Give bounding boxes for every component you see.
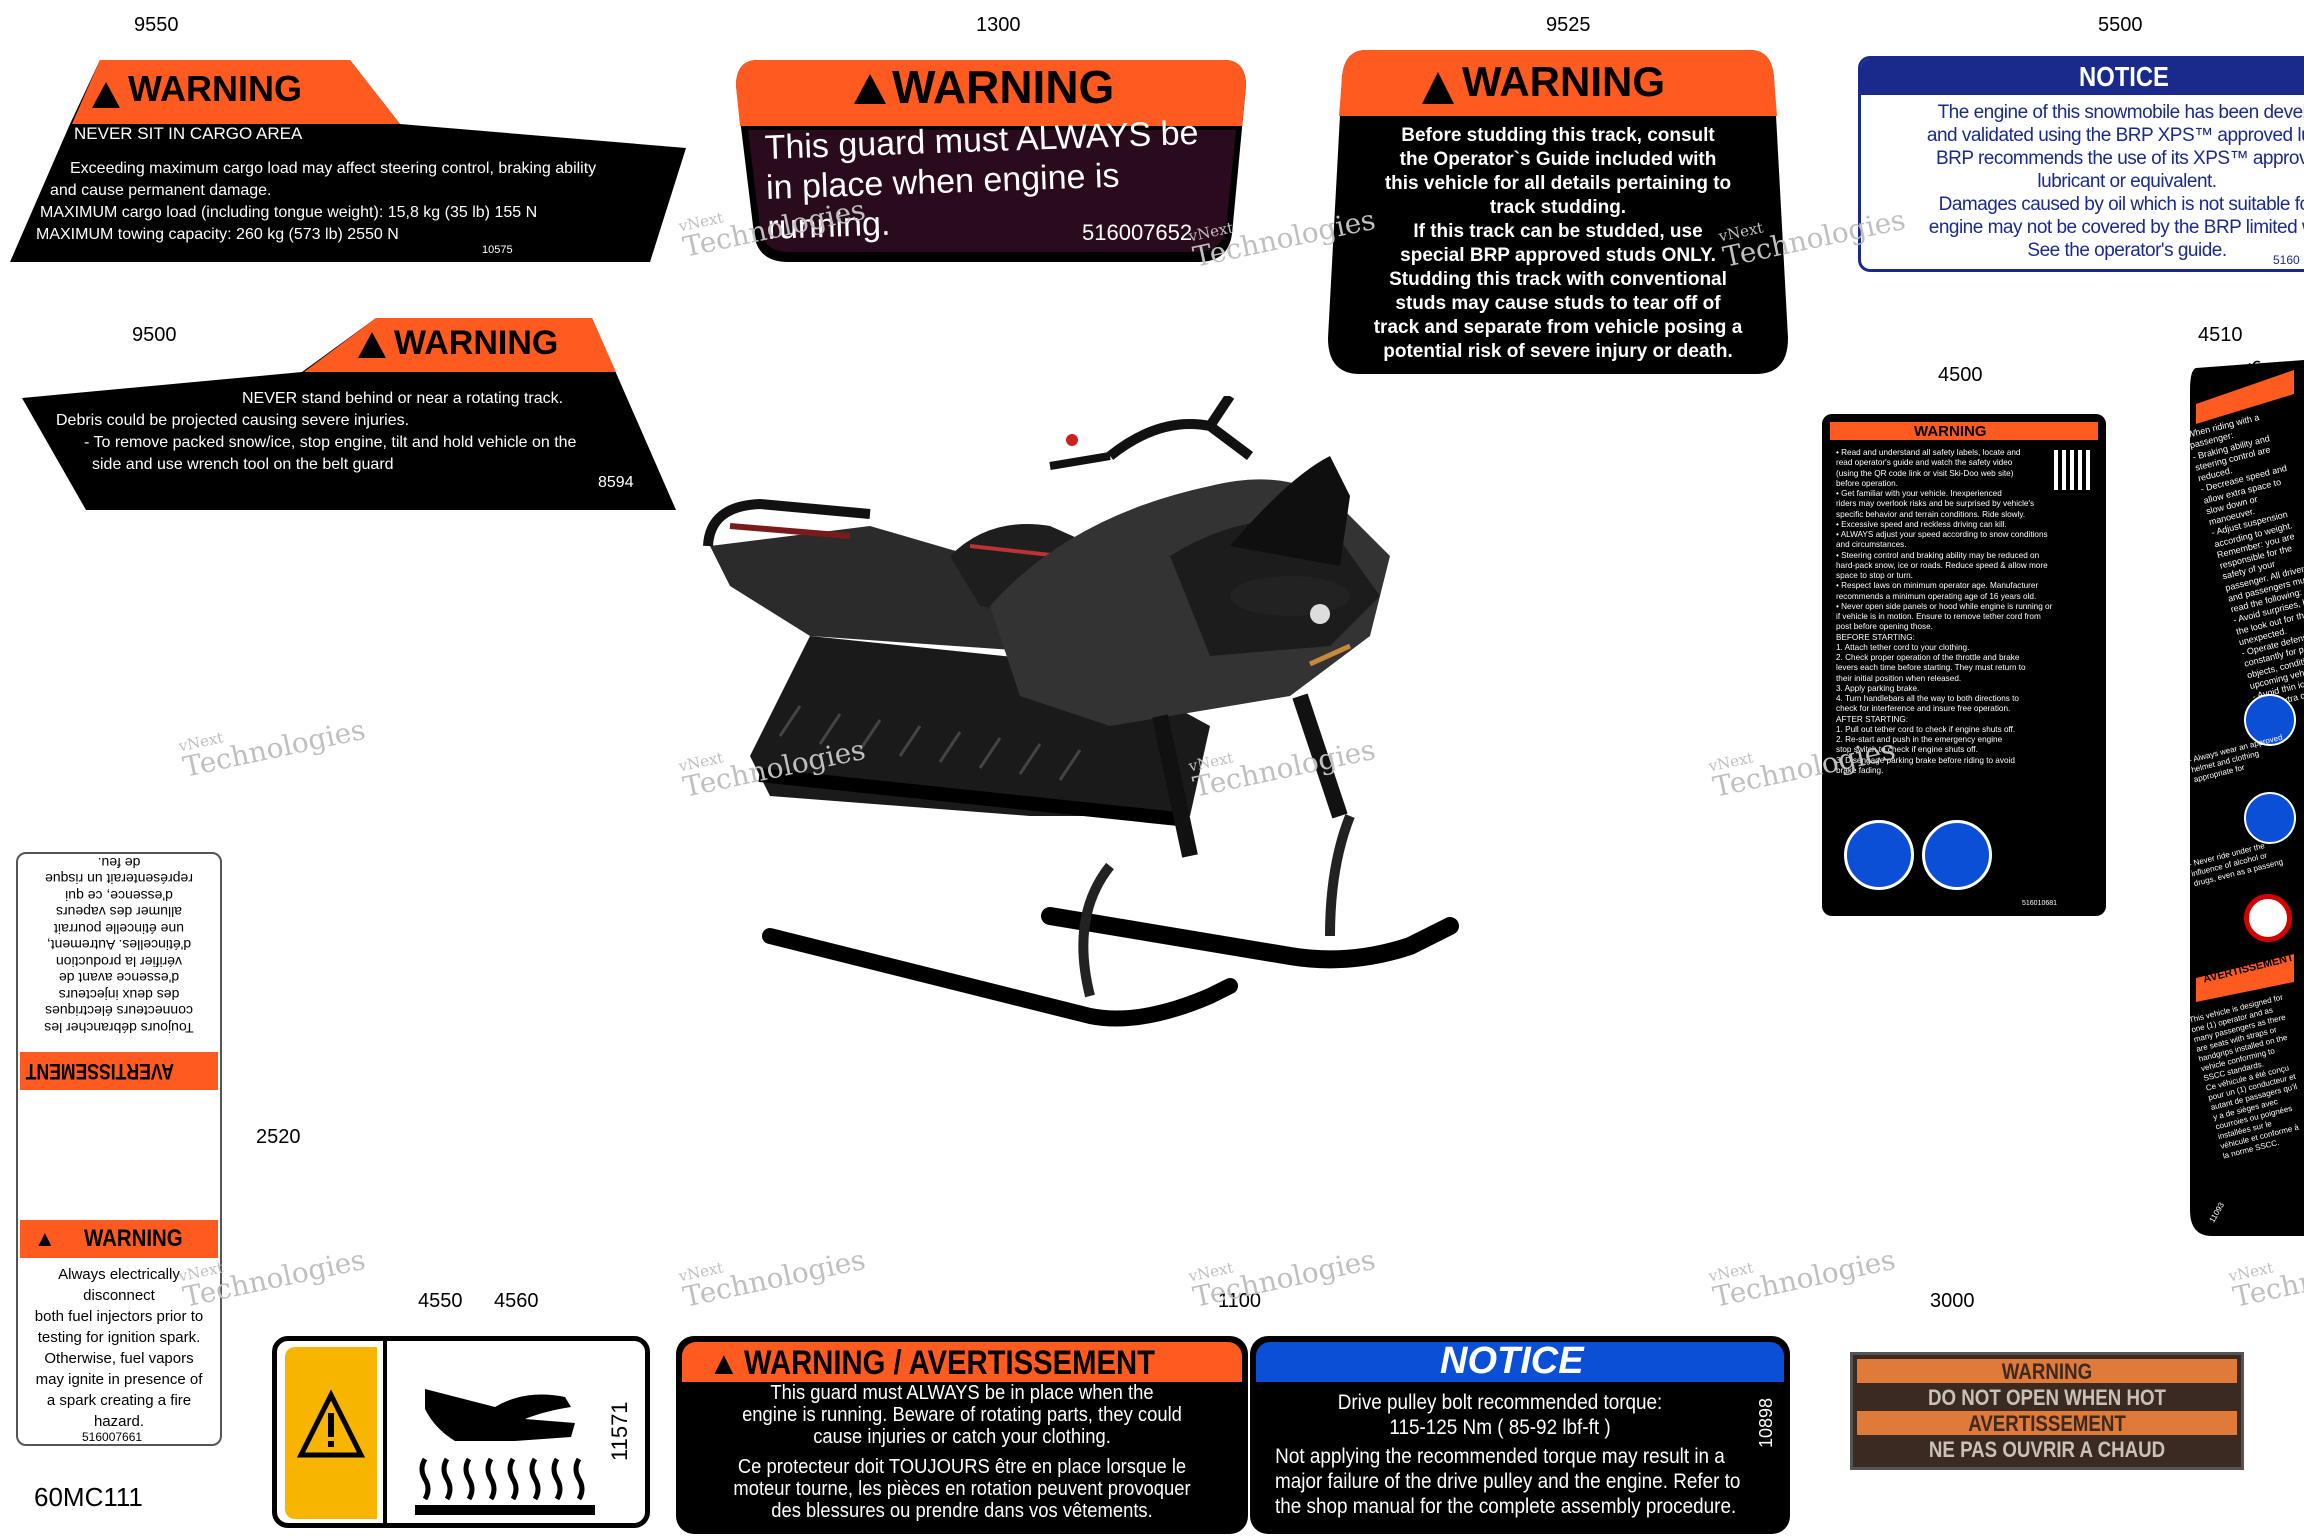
decal-4500: WARNING • Read and understand all safety… (1822, 414, 2106, 916)
decal-3000-text: WARNING DO NOT OPEN WHEN HOT AVERTISSEME… (1928, 1359, 2166, 1462)
decal-4550-divider (383, 1341, 387, 1523)
part-number-5500: 5500 (2098, 14, 2143, 36)
decal-4500-code: 516010681 (2022, 900, 2058, 907)
decal-2520-title: WARNING (84, 1225, 183, 1252)
snowmobile-drawing (703, 396, 1459, 1027)
decal-4500-header (1830, 422, 2098, 440)
decal-9550-subtitle: NEVER SIT IN CARGO AREA (74, 124, 303, 143)
diagram-id: 60MC111 (34, 1482, 143, 1512)
part-number-9500: 9500 (132, 324, 177, 346)
decal-9500: WARNING NEVER stand behind or near a rot… (22, 316, 676, 510)
hearing-protection-icon (1844, 820, 1914, 890)
decal-1100-text-fr: Ce protecteur doit TOUJOURS être en plac… (733, 1456, 1191, 1522)
decal-5500-header (1861, 59, 2304, 95)
helmet-icon (2244, 694, 2296, 746)
decal-5500-text: The engine of this snowmobile has been d… (1926, 102, 2304, 261)
part-number-1100: 1100 (1218, 1290, 1262, 1312)
decal-9550-text: Exceeding maximum cargo load may affect … (36, 160, 597, 243)
part-number-4550: 4550 (418, 1290, 463, 1312)
hot-surface-hand-icon (415, 1389, 595, 1515)
decal-4500-title: WARNING (1914, 423, 1987, 440)
decal-4550: 11571 (272, 1336, 650, 1528)
part-number-4500: 4500 (1938, 364, 1983, 386)
decal-3000-band-1 (1857, 1359, 2237, 1383)
decal-1100-header: ▲ WARNING / AVERTISSEMENT (682, 1342, 1242, 1382)
part-number-3000: 3000 (1930, 1290, 1975, 1312)
decal-2520: Toujours débrancher les connecteurs élec… (16, 852, 222, 1446)
decal-9550-title: WARNING (128, 68, 302, 109)
decal-2520-text: Always electrically disconnect both fuel… (34, 1266, 204, 1430)
decal-1100-title: WARNING / AVERTISSEMENT (744, 1344, 1156, 1382)
decal-9525: WARNING Before studding this track, cons… (1326, 48, 1790, 376)
warning-triangle-icon (296, 1389, 366, 1458)
decal-notice-title: NOTICE (1440, 1340, 1584, 1382)
decal-1100: ▲ WARNING / AVERTISSEMENT This guard mus… (676, 1336, 1248, 1534)
decal-5500-title: NOTICE (2079, 61, 2169, 92)
decal-2520-code: 516007661 (82, 1430, 143, 1444)
decal-1300: WARNING This guard must ALWAYS be in pla… (732, 56, 1250, 266)
decal-notice-text: Drive pulley bolt recommended torque: 11… (1275, 1391, 1741, 1518)
decal-5500-code: 5160 (2273, 253, 2300, 267)
part-number-2520: 2520 (256, 1126, 301, 1148)
decal-5500: NOTICE The engine of this snowmobile has… (1858, 56, 2304, 272)
decal-notice-header (1256, 1342, 1784, 1382)
part-number-1300: 1300 (976, 14, 1021, 36)
snowmobile-illustration (690, 396, 1770, 1116)
decal-3000-band-2 (1857, 1411, 2237, 1435)
warning-triangle-icon: ▲ (34, 1226, 56, 1251)
decal-notice-drive-pulley: NOTICE Drive pulley bolt recommended tor… (1250, 1336, 1790, 1534)
decal-9525-title: WARNING (1462, 58, 1665, 105)
decal-1100-text-en: This guard must ALWAYS be in place when … (742, 1382, 1182, 1448)
decal-2520-fr-header: AVERTISSEMENT (20, 1052, 218, 1090)
part-number-9525: 9525 (1546, 14, 1591, 36)
protective-clothing-icon (2244, 792, 2296, 844)
decal-9550-shape (10, 60, 686, 262)
decal-1300-title: WARNING (892, 61, 1115, 113)
decal-9500-title: WARNING (394, 324, 559, 362)
part-number-9550: 9550 (134, 14, 179, 36)
qr-code-icon (2054, 450, 2094, 490)
warning-triangle-icon: ▲ (708, 1345, 740, 1381)
decal-9550-code: 10575 (482, 244, 513, 256)
decal-4550-code: 11571 (607, 1401, 632, 1461)
decal-9525-text: Before studding this track, consult the … (1373, 125, 1743, 362)
decal-4510: WARNING When riding with a passenger: - … (2182, 360, 2304, 1236)
decal-9500-text: NEVER stand behind or near a rotating tr… (56, 390, 577, 473)
decal-9550: WARNING NEVER SIT IN CARGO AREA Exceedin… (10, 56, 686, 262)
decal-3000: WARNING DO NOT OPEN WHEN HOT AVERTISSEME… (1850, 1352, 2244, 1470)
decal-2520-fr-text: Toujours débrancher les connecteurs élec… (44, 855, 194, 1036)
decal-4500-text: • Read and understand all safety labels,… (1836, 448, 2053, 775)
part-number-4560: 4560 (494, 1290, 539, 1312)
decal-2520-french-upside-down: Toujours débrancher les connecteurs élec… (18, 854, 220, 1040)
decal-2520-header: ▲ WARNING (20, 1220, 218, 1258)
decal-1300-code: 516007652 (1082, 220, 1193, 245)
decal-notice-code: 10898 (1756, 1397, 1776, 1448)
no-alcohol-icon (2244, 894, 2292, 942)
read-manual-icon (1922, 820, 1992, 890)
part-number-4510: 4510 (2198, 324, 2243, 346)
decal-9500-code: 8594 (598, 474, 634, 491)
